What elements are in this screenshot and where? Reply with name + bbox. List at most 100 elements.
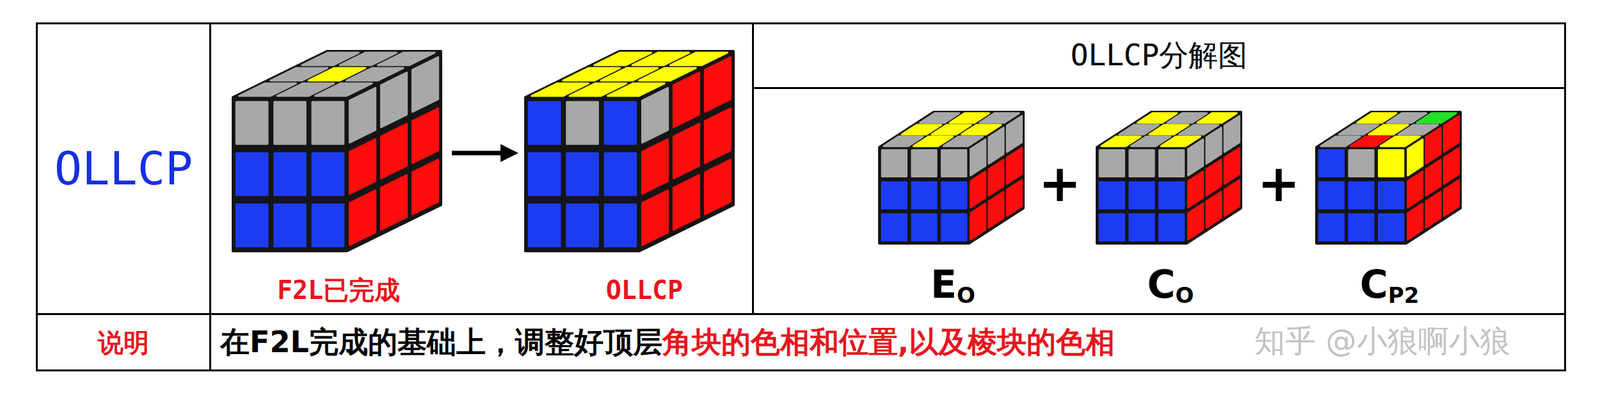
cube-sticker [1408, 171, 1423, 208]
cube-sticker [641, 138, 668, 194]
cube-sticker [881, 150, 907, 177]
cube-sticker [1129, 182, 1154, 209]
cube-body [1096, 112, 1241, 244]
step-caption: CO [1147, 261, 1195, 308]
cube-sticker [1425, 192, 1441, 228]
cube-sticker [912, 150, 937, 177]
rubiks-cube [525, 51, 734, 251]
step-caption: EO [930, 261, 976, 308]
step-caption: CP2 [1360, 261, 1420, 308]
cube-sticker [274, 204, 306, 247]
step-arrow-head [500, 144, 519, 162]
cube-sticker [641, 190, 668, 245]
cube-sticker [1224, 147, 1240, 184]
cube-sticker [704, 159, 731, 214]
row-header-cell: OLLCP [35, 22, 212, 315]
cube-body [232, 51, 441, 251]
note-header-cell: 说明 [35, 312, 212, 372]
cube-body [879, 112, 1024, 244]
note-text-highlight: 角块的色相和位置,以及棱块的色相 [662, 324, 1115, 360]
cube-sticker [528, 152, 560, 196]
cube-sticker [604, 101, 637, 144]
cube-sticker [1129, 150, 1154, 177]
row-title: OLLCP [54, 140, 194, 196]
cube-sticker [528, 204, 560, 247]
cube-sticker [349, 87, 376, 143]
cube-sticker [1379, 182, 1404, 209]
cube-sticker [1319, 214, 1344, 241]
cube-sticker [942, 150, 967, 177]
cube-sticker [1188, 171, 1204, 208]
cube-sticker [1425, 128, 1441, 164]
cube-sticker [604, 204, 637, 247]
cube-sticker [380, 123, 407, 178]
plus-sign: + [1038, 152, 1081, 215]
cube-sticker [1206, 192, 1222, 228]
cube-sticker [1443, 147, 1459, 184]
cube-sticker [567, 101, 599, 144]
cube-sticker [970, 203, 986, 240]
cube-sticker [567, 204, 599, 247]
cube-sticker [1425, 160, 1441, 196]
cube-sticker [1099, 150, 1124, 177]
cube-sticker [942, 182, 967, 209]
cube-sticker [1129, 214, 1154, 241]
cube-sticker [236, 101, 268, 144]
cube-sticker [274, 152, 306, 196]
step-subscript: O [956, 282, 976, 309]
cube-sticker [1006, 115, 1022, 152]
cube-sticker [1408, 139, 1423, 176]
cube-body [525, 51, 734, 251]
cube-sticker [312, 204, 344, 247]
cube-sticker [1206, 160, 1222, 196]
cube-sticker [912, 214, 937, 241]
cube-sticker [673, 123, 699, 178]
note-text: 在F2L完成的基础上，调整好顶层 [220, 324, 663, 360]
cube-sticker [1408, 203, 1423, 240]
cube-sticker [528, 101, 560, 144]
cube-sticker [942, 214, 967, 241]
cube-sticker [1319, 182, 1344, 209]
cube-sticker [412, 159, 438, 214]
step-letter: E [930, 261, 957, 308]
cube-sticker [236, 204, 268, 247]
label-holder: + [1038, 152, 1081, 215]
cube-sticker [988, 192, 1004, 228]
cube-sticker [1159, 182, 1184, 209]
cube-sticker [1159, 214, 1184, 241]
cube-sticker [970, 139, 986, 176]
note-heading: 说明 [97, 327, 150, 358]
cube-sticker [567, 152, 599, 196]
cube-sticker [1379, 214, 1404, 241]
watermark: 知乎 @小狼啊小狼 [1254, 322, 1510, 360]
cube-body [1316, 112, 1461, 244]
cube-sticker [1224, 115, 1240, 152]
cube-sticker [604, 152, 637, 196]
cube-sticker [380, 72, 407, 127]
step-subscript: P2 [1388, 282, 1420, 309]
breakdown-cell: EOCOCP2 [752, 87, 1567, 315]
cube-sticker [1206, 128, 1222, 164]
cube-sticker [704, 108, 731, 163]
rubiks-cube [1096, 112, 1241, 244]
caption-holder: OLLCP [606, 274, 683, 306]
cube-sticker [673, 72, 699, 127]
label-holder: 知乎 @小狼啊小狼 [1254, 322, 1510, 360]
breakdown-header-cell: OLLCP分解图 [752, 22, 1567, 89]
step-subscript: O [1175, 282, 1195, 309]
cube-sticker [1159, 150, 1184, 177]
step-letter: C [1147, 261, 1176, 308]
rubiks-cube [879, 112, 1024, 244]
cube-sticker [673, 174, 699, 230]
rubiks-cube [1316, 112, 1461, 244]
cube-sticker [412, 56, 438, 112]
cube-sticker [912, 182, 937, 209]
cube-sticker [704, 56, 731, 112]
cube-sticker [1349, 182, 1374, 209]
cube-sticker [988, 160, 1004, 196]
rubiks-cube [232, 51, 441, 251]
step-illustration-cell: F2L已完成OLLCP [209, 22, 754, 315]
cell-heading: OLLCP分解图 [1070, 37, 1248, 73]
step-arrow-shaft [451, 151, 504, 156]
plus-sign: + [1256, 152, 1300, 215]
